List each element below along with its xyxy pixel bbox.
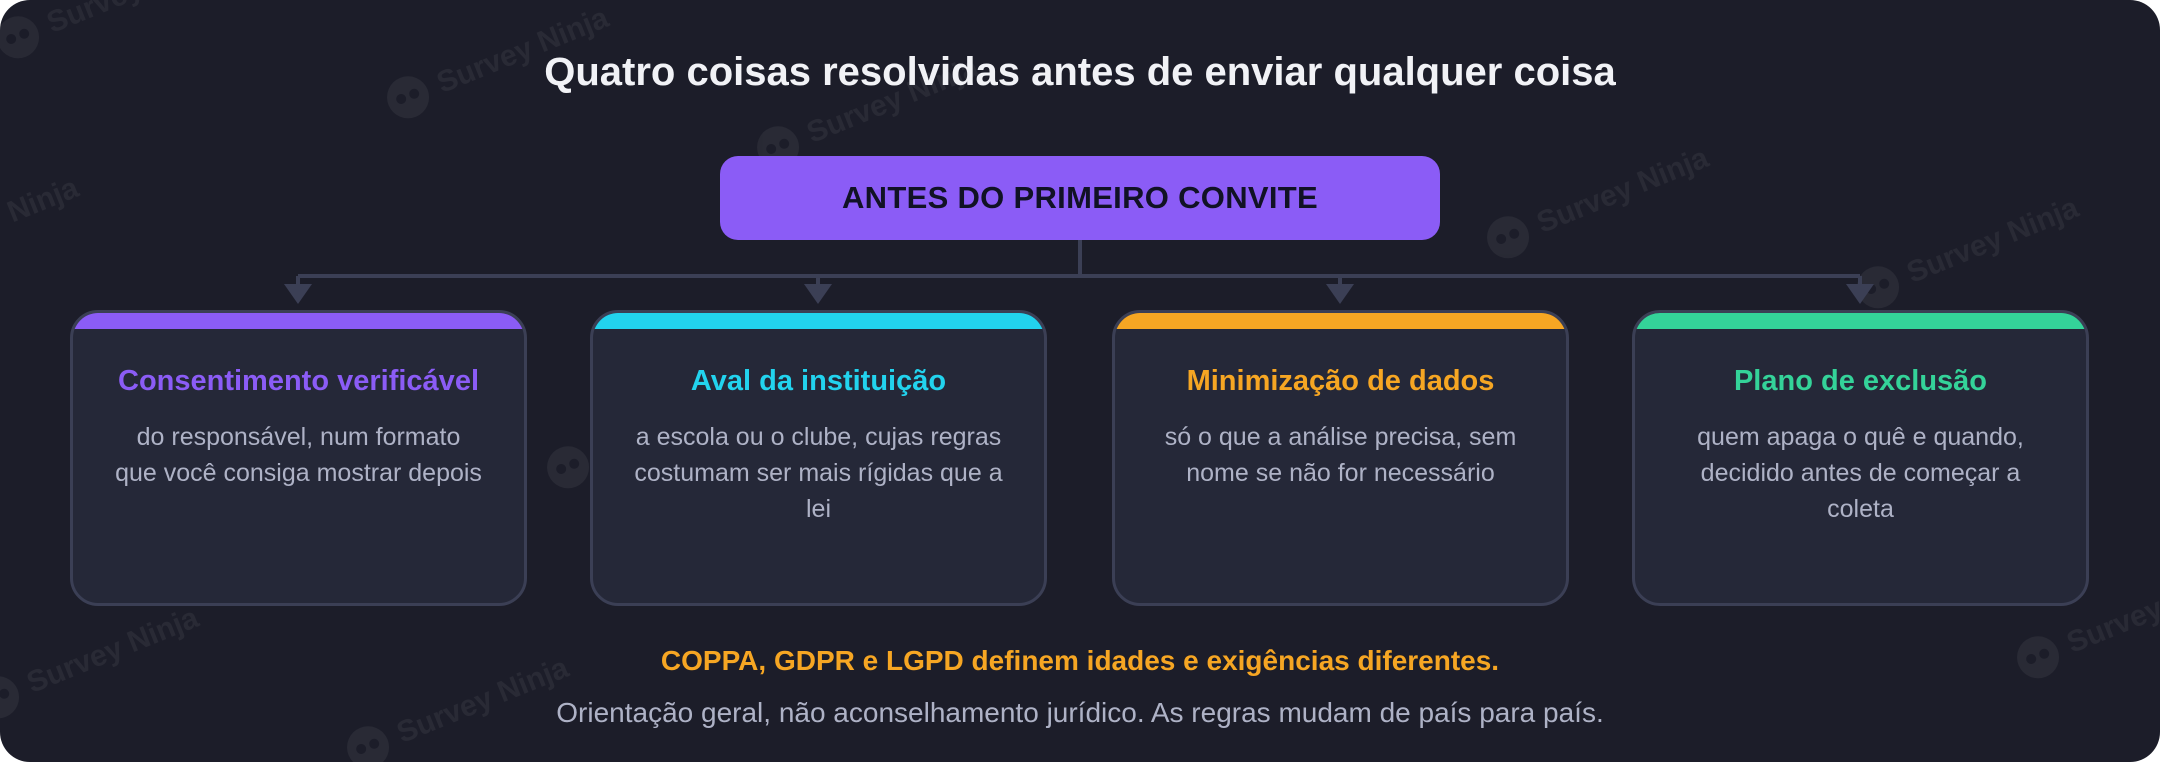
regulation-note: COPPA, GDPR e LGPD definem idades e exig… [660,645,1500,676]
card-accent-bar [593,313,1044,329]
arrow-down-icon [1846,284,1874,304]
card-deletion-plan: Plano de exclusão quem apaga o quê e qua… [1632,310,2089,606]
arrow-down-icon [1326,284,1354,304]
card-accent-bar [73,313,524,329]
arrow-down-icon [804,284,832,304]
card-body: a escola ou o clube, cujas regras costum… [634,423,1003,523]
card-title: Aval da instituição [690,365,947,397]
diagram-title: Quatro coisas resolvidas antes de enviar… [544,50,1616,94]
card-body: só o que a análise precisa, sem nome se … [1164,423,1517,487]
card-accent-bar [1115,313,1566,329]
arrow-down-icon [284,284,312,304]
legal-disclaimer: Orientação geral, não aconselhamento jur… [556,697,1604,728]
root-node: ANTES DO PRIMEIRO CONVITE [720,156,1440,240]
card-accent-bar [1635,313,2086,329]
card-institution: Aval da instituição a escola ou o clube,… [590,310,1047,606]
card-body: do responsável, num formato que você con… [115,423,482,487]
card-title: Minimização de dados [1186,365,1495,397]
card-body: quem apaga o quê e quando, decidido ante… [1697,423,2024,523]
card-consent: Consentimento verificável do responsável… [70,310,527,606]
card-title: Consentimento verificável [118,365,479,397]
card-data-minimization: Minimização de dados só o que a análise … [1112,310,1569,606]
card-title: Plano de exclusão [1733,365,1988,397]
